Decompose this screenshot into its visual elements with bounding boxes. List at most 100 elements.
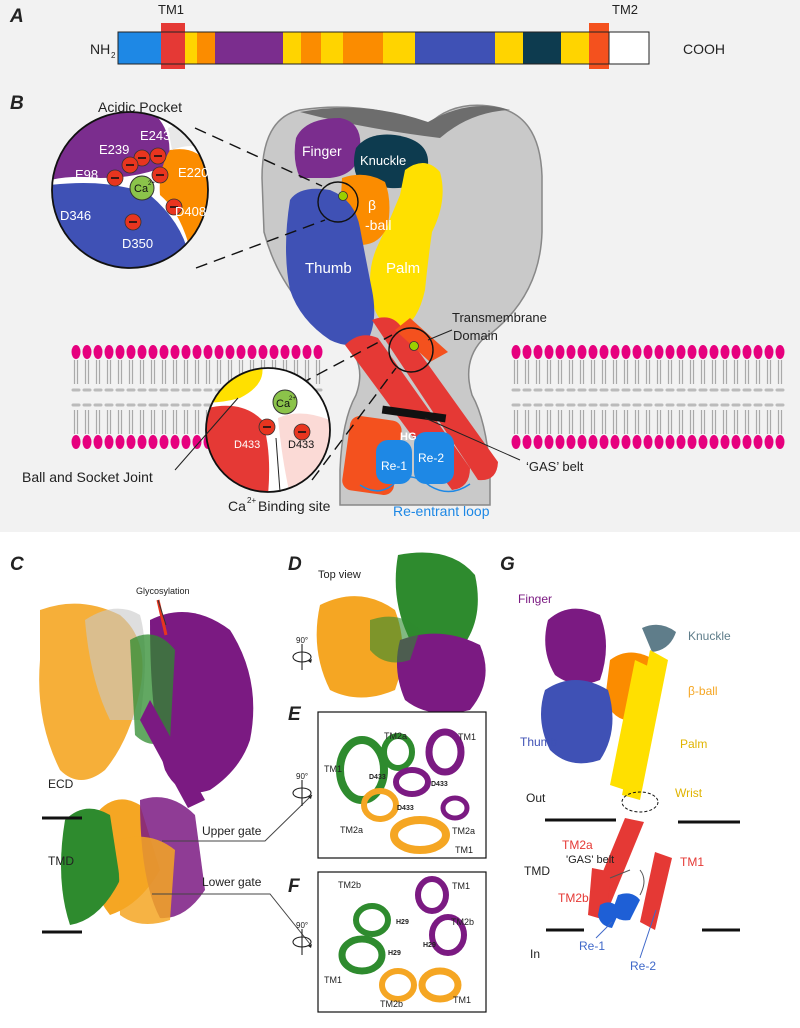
zoom-line-socket-top (299, 334, 393, 385)
lipid-head (533, 345, 543, 359)
lipid-head (225, 345, 235, 359)
socket-ion-text: Ca (276, 398, 291, 410)
lipid-head (676, 345, 686, 359)
residue-d350: D350 (122, 236, 153, 251)
e-d433-a: D433 (369, 774, 386, 781)
tmd-label-line1: Transmembrane (452, 310, 547, 325)
domain-bar-segment (197, 32, 215, 64)
ball-socket-label: Ball and Socket Joint (22, 469, 153, 485)
zoom-line-top (194, 127, 323, 187)
tmd-label-line2: Domain (453, 328, 498, 343)
binding-site-suffix: Binding site (258, 498, 331, 514)
lipid-head (654, 345, 664, 359)
domain-bar-segment (118, 32, 161, 64)
acidic-pocket-title: Acidic Pocket (98, 99, 182, 115)
e-tm2a-right: TM2a (452, 826, 475, 836)
lipid-head (269, 345, 279, 359)
g-re2-pointer (639, 909, 657, 959)
f-h29-a: H29 (396, 919, 409, 926)
gas-belt-label: ‘GAS’ belt (526, 459, 584, 474)
lipid-head (588, 345, 598, 359)
g-in-label: In (530, 947, 540, 961)
e-d433-c: D433 (397, 805, 414, 812)
lipid-head (577, 345, 587, 359)
re1-label: Re-1 (381, 459, 407, 473)
lipid-head (302, 345, 312, 359)
panel-label-a: A (9, 6, 24, 27)
lipid-head (775, 345, 785, 359)
pocket-calcium-ion (129, 175, 155, 201)
upper-gate-pointer (162, 794, 313, 842)
lipid-head (720, 345, 730, 359)
domain-bar-outline (117, 31, 650, 65)
tm-helix-front (372, 317, 498, 481)
re1-helix (376, 440, 412, 484)
lipid-head (643, 435, 653, 449)
panel-label-g: G (500, 554, 515, 575)
g-tm2b-label: TM2b (558, 891, 589, 905)
lipid-head (93, 345, 103, 359)
panel-f-helices (338, 876, 467, 1003)
lipid-head (181, 435, 191, 449)
socket-d433-left: D433 (234, 439, 260, 451)
lipid-head (588, 435, 598, 449)
socket-calcium-ion (272, 389, 298, 415)
lipid-head (764, 435, 774, 449)
lipid-head (181, 345, 191, 359)
lipid-head (775, 435, 785, 449)
g-out-label: Out (526, 791, 546, 805)
lipid-head (148, 435, 158, 449)
protein-cap (300, 106, 510, 138)
residue-e98: E98 (75, 167, 98, 182)
lipid-head (544, 435, 554, 449)
lipid-head (533, 435, 543, 449)
pocket-ion-sup: 2+ (148, 181, 155, 187)
g-tmd-label: TMD (524, 864, 550, 878)
lipid-head (753, 435, 763, 449)
domain-bar-segment (343, 32, 383, 64)
rotation-icon-f (292, 929, 312, 955)
g-wrist-label: Wrist (675, 786, 703, 800)
gas-belt-pointer (424, 417, 521, 461)
panel-c-structure (39, 599, 254, 925)
domain-bar-segment (215, 32, 283, 64)
ecd-label: ECD (48, 777, 74, 791)
domain-bar-segment (561, 32, 589, 64)
socket-ion-sup: 2+ (289, 396, 296, 402)
lipid-head (159, 345, 169, 359)
reentrant-loop-label: Re-entrant loop (393, 503, 490, 519)
lipid-head (115, 345, 125, 359)
palm-domain (370, 162, 443, 330)
lipid-head (632, 435, 642, 449)
pocket-ion-dot (338, 191, 348, 201)
socket-d433-right: D433 (288, 439, 314, 451)
g-re2-label: Re-2 (630, 959, 656, 973)
domain-bar-segment (383, 32, 415, 64)
lipid-head (764, 345, 774, 359)
e-tm1-bottom-right: TM1 (455, 845, 473, 855)
g-knuckle-label: Knuckle (688, 629, 731, 643)
tm-helix-joint (395, 318, 448, 362)
residue-e243: E243 (140, 128, 170, 143)
pocket-ion-text: Ca (134, 183, 149, 195)
lipid-head (170, 435, 180, 449)
lipid-head (71, 435, 81, 449)
tm2-label-bar: TM2 (612, 2, 638, 17)
lipid-head (137, 435, 147, 449)
f-h29-b: H29 (423, 942, 436, 949)
g-beta-ball-label: β-ball (688, 684, 718, 698)
zoom-line-bottom (195, 219, 326, 269)
domain-bar (117, 23, 650, 69)
thumb-domain (286, 188, 375, 345)
domain-bar-segment (301, 32, 321, 64)
lipid-head (258, 345, 268, 359)
ball-socket-border (205, 367, 331, 493)
binding-site-text: Ca (228, 498, 246, 514)
ball-socket-pointer (174, 397, 239, 471)
lipid-head (731, 345, 741, 359)
f-tm1-left: TM1 (324, 975, 342, 985)
acidic-pocket-border (51, 111, 209, 269)
lipid-head (643, 345, 653, 359)
lipid-head (104, 435, 114, 449)
